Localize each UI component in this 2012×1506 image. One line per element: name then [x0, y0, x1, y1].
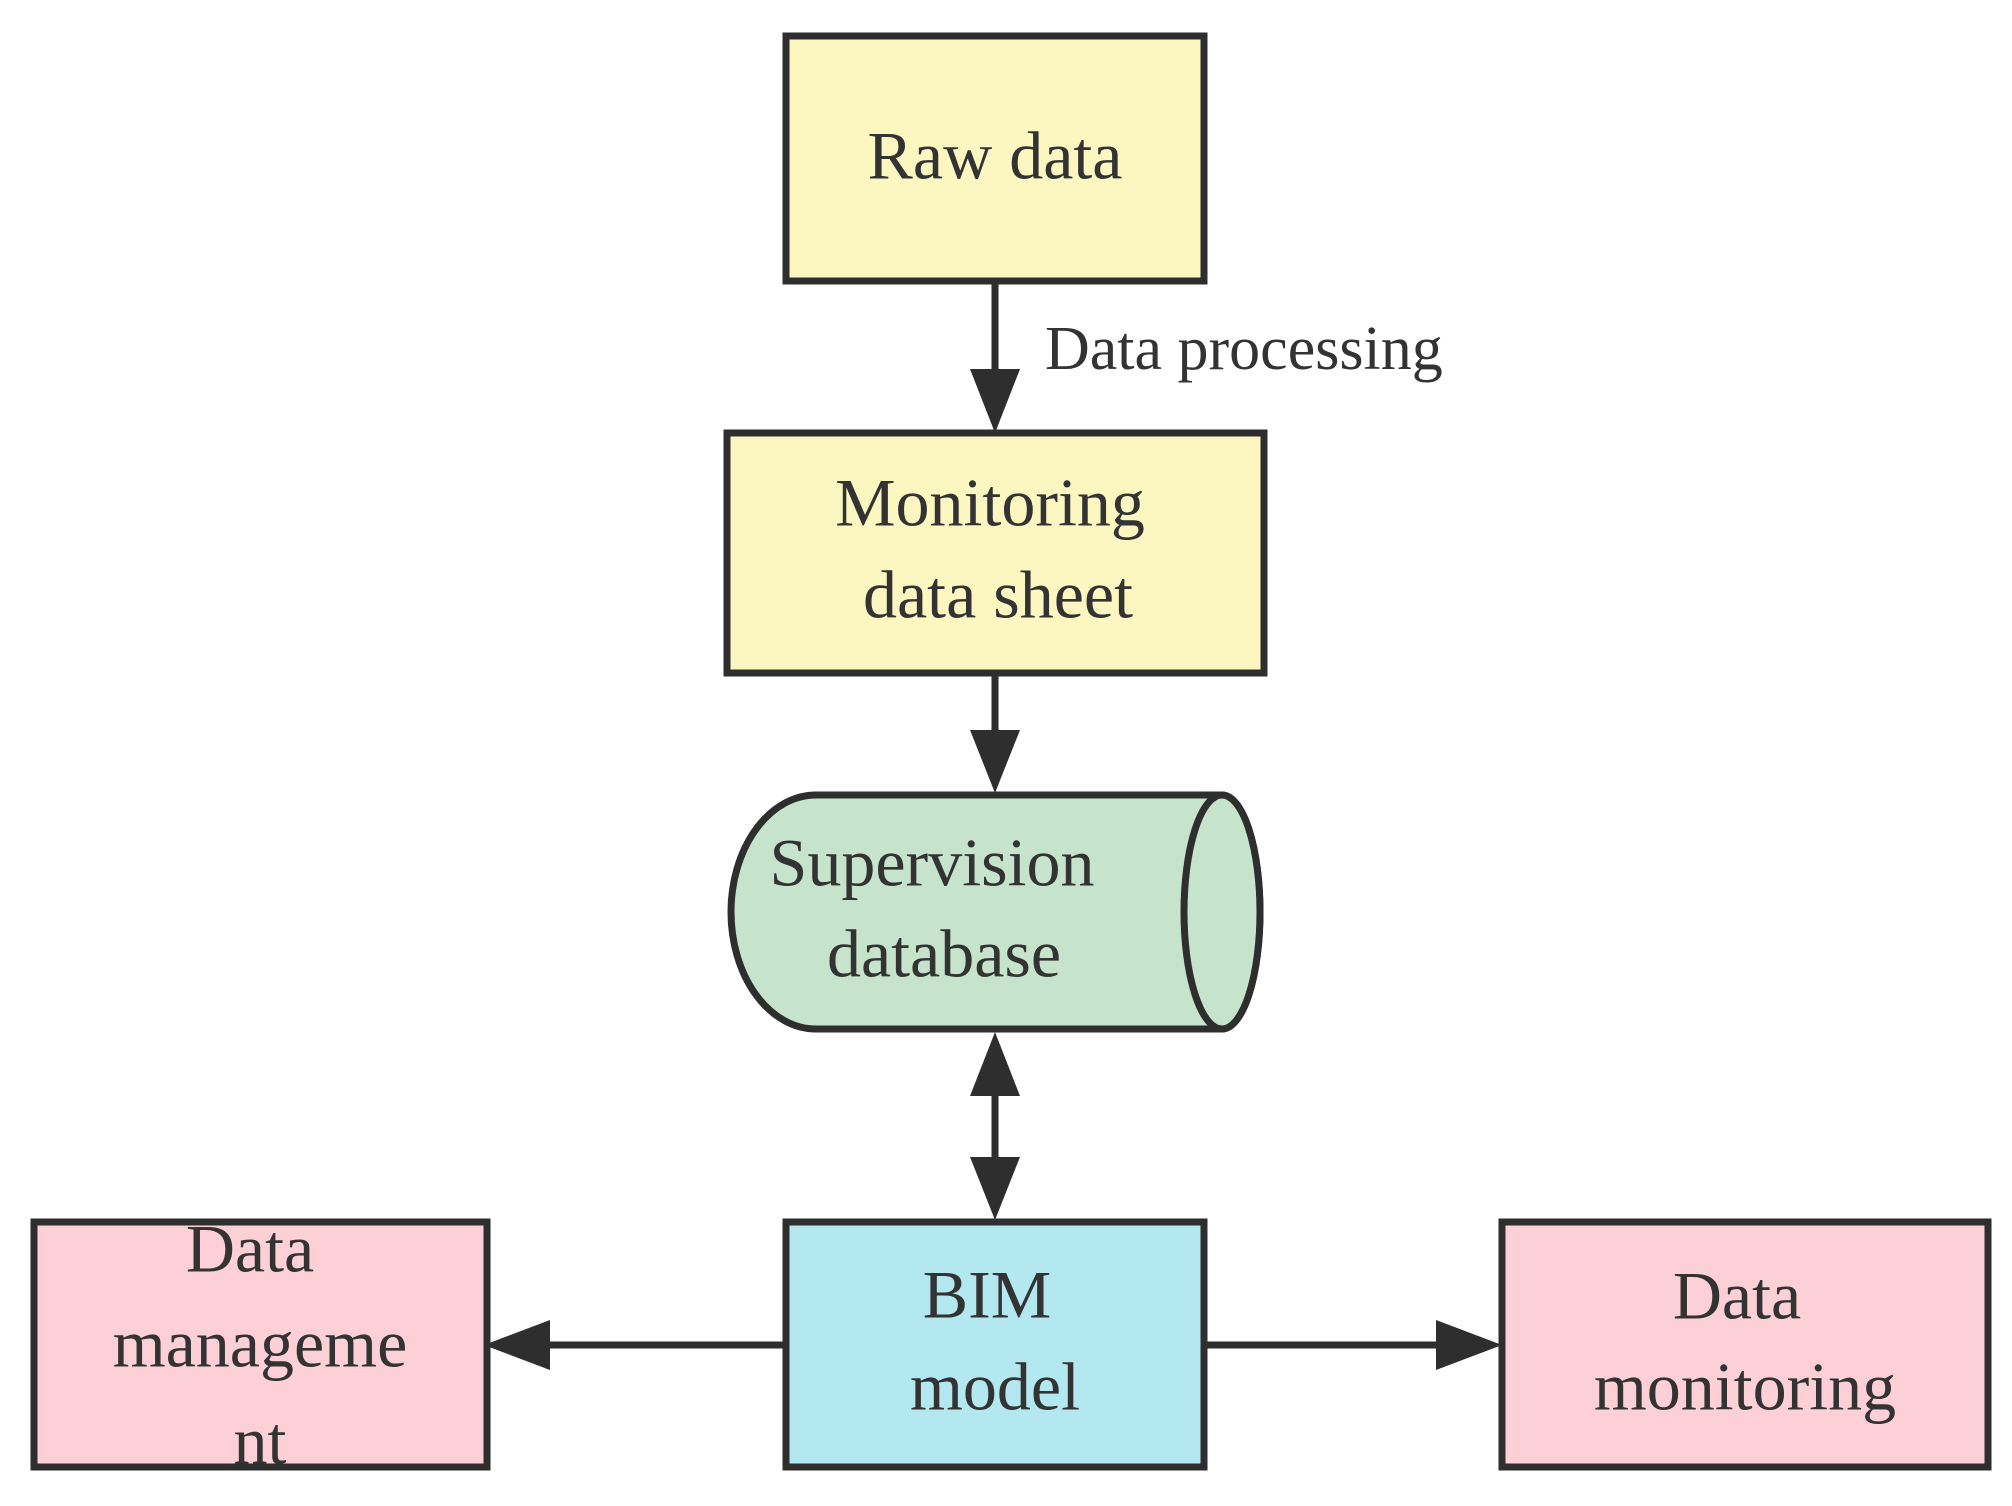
supervision-database-cylinder-end: [1180, 791, 1264, 1033]
edge-bim-to-management: [484, 1320, 786, 1370]
data-monitoring-label-line2: monitoring: [1594, 1349, 1896, 1425]
raw-data-label: Raw data: [868, 118, 1123, 194]
node-raw-data: Raw data: [782, 32, 1208, 285]
data-management-label-line3: nt: [234, 1403, 287, 1479]
supervision-database-label-line1: Supervision: [770, 825, 1095, 901]
monitoring-data-sheet-box: [723, 429, 1268, 677]
edge-raw-to-sheet-arrowhead: [970, 369, 1020, 433]
edge-bim-to-monitoring: [1204, 1320, 1502, 1370]
monitoring-data-sheet-label-line2: data sheet: [863, 557, 1133, 633]
supervision-database-label-line2: database: [827, 916, 1061, 992]
edge-sheet-to-database: [970, 673, 1020, 793]
node-data-monitoring: Data monitoring: [1498, 1218, 1992, 1471]
edge-bim-to-monitoring-arrowhead: [1436, 1320, 1502, 1370]
edge-database-bim: [970, 1032, 1020, 1220]
raw-data-box: [782, 32, 1208, 285]
edge-database-bim-arrowhead-up: [970, 1032, 1020, 1096]
edge-bim-to-management-arrowhead: [484, 1320, 550, 1370]
data-management-label-line1: Data: [186, 1211, 314, 1287]
monitoring-data-sheet-label-line1: Monitoring: [835, 465, 1145, 541]
data-monitoring-label-line1: Data: [1673, 1258, 1801, 1334]
node-supervision-database: Supervision database: [727, 791, 1264, 1033]
data-monitoring-box: [1498, 1218, 1992, 1471]
data-management-box: [30, 1218, 491, 1471]
data-management-label-line2: manageme: [113, 1306, 408, 1382]
edge-sheet-to-database-arrowhead: [970, 730, 1020, 793]
bim-model-label-line1: BIM: [923, 1257, 1051, 1333]
edge-database-bim-arrowhead-down: [970, 1157, 1020, 1220]
edge-raw-to-sheet: Data processing: [970, 281, 1443, 433]
node-data-management: Data manageme nt: [30, 1211, 491, 1479]
edge-raw-to-sheet-label: Data processing: [1045, 315, 1443, 383]
node-monitoring-data-sheet: Monitoring data sheet: [723, 429, 1268, 677]
node-bim-model: BIM model: [782, 1218, 1208, 1471]
bim-model-label-line2: model: [910, 1349, 1080, 1425]
